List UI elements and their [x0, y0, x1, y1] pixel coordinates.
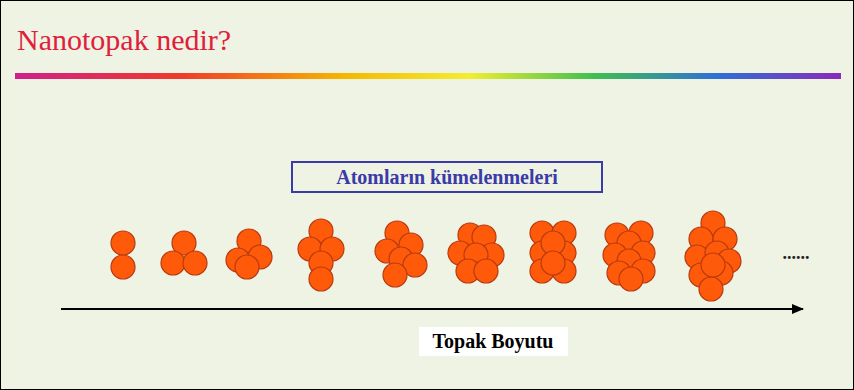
- atom-sphere: [309, 267, 333, 291]
- atom-cluster: [375, 221, 427, 287]
- continuation-dots: ......: [783, 243, 810, 264]
- atom-sphere: [699, 277, 723, 301]
- atom-cluster: [226, 229, 272, 279]
- slide-title: Nanotopak nedir?: [17, 23, 231, 57]
- atom-cluster: [603, 221, 655, 291]
- atom-cluster: [530, 221, 576, 283]
- atom-sphere: [161, 251, 185, 275]
- box-label: Atomların kümelenmeleri: [336, 166, 558, 189]
- label-box: Atomların kümelenmeleri: [291, 161, 603, 193]
- atom-cluster: [685, 211, 741, 301]
- atom-cluster: [111, 231, 135, 279]
- rainbow-rule: [15, 73, 841, 79]
- atom-clusters: [111, 211, 741, 301]
- atom-sphere: [111, 231, 135, 255]
- axis-label: Topak Boyutu: [419, 327, 568, 356]
- atom-cluster: [298, 219, 344, 291]
- atom-sphere: [619, 267, 643, 291]
- atom-sphere: [474, 259, 498, 283]
- atom-sphere: [183, 251, 207, 275]
- atom-sphere: [701, 253, 725, 277]
- atom-sphere: [541, 251, 565, 275]
- atom-sphere: [383, 263, 407, 287]
- atom-sphere: [111, 255, 135, 279]
- atom-cluster: [448, 223, 504, 283]
- size-axis: [61, 308, 803, 310]
- atom-sphere: [235, 255, 259, 279]
- atom-cluster: [161, 231, 207, 275]
